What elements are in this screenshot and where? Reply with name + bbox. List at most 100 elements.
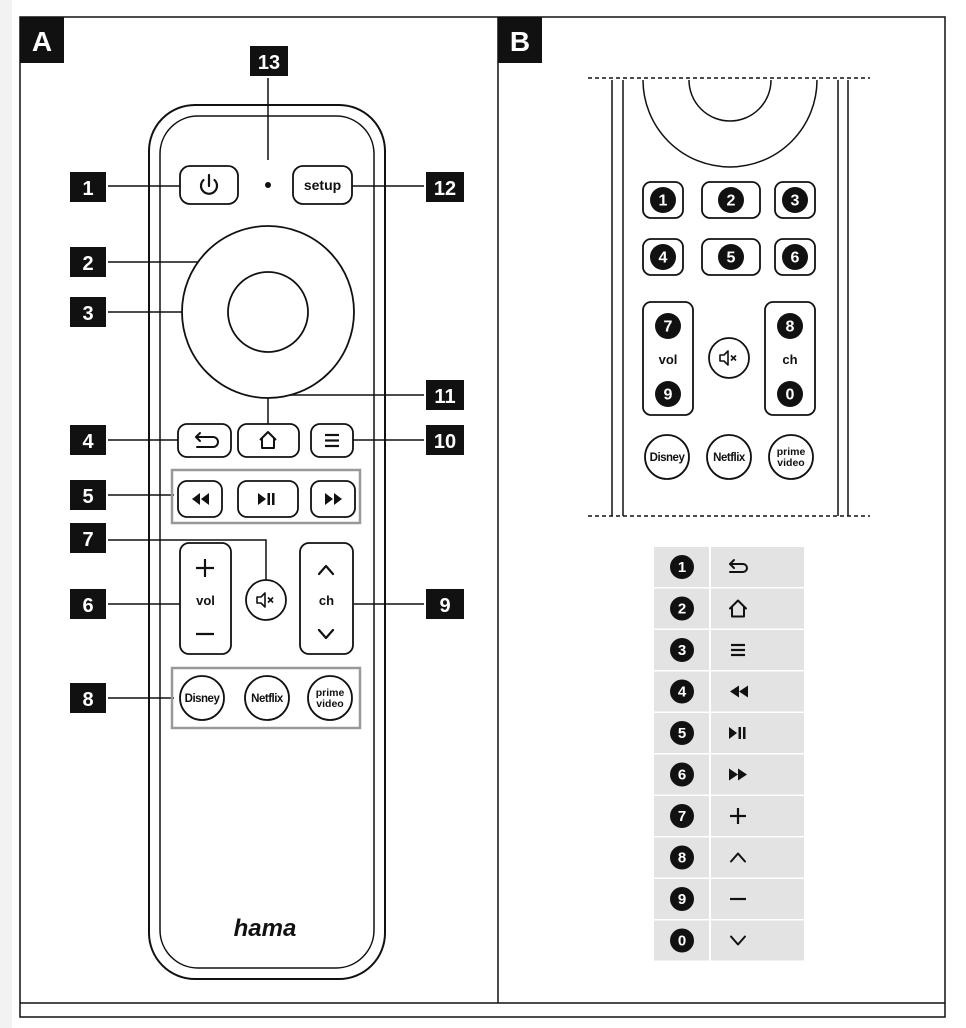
legend-digit-text: 9	[678, 891, 686, 908]
legend-table: 1 2 3 4 5 6 7 8 9 0	[654, 547, 804, 961]
power-icon	[199, 173, 219, 195]
fast-forward-button[interactable]	[310, 480, 356, 518]
digit-key-5[interactable]: 5	[701, 238, 761, 276]
callout-5: 5	[70, 480, 106, 510]
digit-key-1[interactable]: 1	[642, 181, 684, 219]
keypad-volume-rocker[interactable]: vol	[642, 301, 694, 416]
hama-logo: hama	[234, 915, 297, 942]
vol-label: vol	[196, 593, 215, 608]
callout-8-text: 8	[82, 689, 93, 711]
chevron-down-icon	[730, 935, 746, 946]
legend-row: 4	[654, 671, 804, 712]
panel-b-text: B	[510, 26, 530, 57]
digit-key-3[interactable]: 3	[774, 181, 816, 219]
callout-11-text: 11	[434, 386, 455, 408]
callout-12-text: 12	[434, 178, 456, 200]
callout-1-text: 1	[82, 178, 93, 200]
keypad-mute-button[interactable]	[708, 337, 750, 379]
rewind-icon	[730, 685, 748, 698]
channel-rocker[interactable]: ch	[299, 542, 354, 655]
callout-4-text: 4	[82, 431, 94, 453]
disney-label: Disney	[185, 693, 221, 705]
callout-3-text: 3	[82, 303, 93, 325]
legend-digit: 1	[670, 555, 694, 579]
rewind-button[interactable]	[177, 480, 223, 518]
back-button[interactable]	[177, 423, 232, 458]
plus-icon	[730, 808, 746, 824]
legend-row: 3	[654, 630, 804, 670]
play-pause-button[interactable]	[237, 480, 299, 518]
digit-key-6[interactable]: 6	[774, 238, 816, 276]
volume-rocker[interactable]: vol	[179, 542, 232, 655]
legend-digit: 4	[670, 679, 694, 704]
keypad-prime-line1: prime	[777, 446, 806, 458]
rewind-icon	[192, 493, 209, 505]
home-button[interactable]	[237, 423, 300, 458]
keypad-vol-label: vol	[659, 352, 678, 367]
menu-icon	[325, 433, 339, 448]
mute-icon	[719, 350, 737, 366]
keypad-dpad-fragment	[642, 79, 818, 168]
legend-digit: 7	[670, 804, 694, 828]
digit-badge-6: 6	[782, 244, 808, 270]
legend-digit-text: 6	[678, 767, 686, 784]
netflix-button[interactable]: Netflix	[244, 675, 290, 721]
netflix-label: Netflix	[251, 693, 284, 705]
prime-video-button[interactable]: prime video	[307, 675, 353, 721]
keypad-channel-rocker[interactable]: ch	[764, 301, 816, 416]
media-group-frame	[170, 468, 362, 525]
legend-digit: 8	[670, 845, 694, 870]
legend-digit-text: 3	[678, 642, 686, 659]
legend-row: 9	[654, 879, 804, 919]
home-icon	[729, 599, 747, 618]
ok-button[interactable]	[227, 271, 309, 353]
legend-digit: 3	[670, 638, 694, 662]
keypad-ch-label: ch	[782, 352, 797, 367]
digit-key-4[interactable]: 4	[642, 238, 684, 276]
callout-12: 12	[426, 172, 464, 202]
legend-digit-text: 2	[678, 601, 686, 618]
power-button[interactable]	[179, 165, 239, 205]
legend-digit-text: 4	[678, 684, 687, 701]
mute-icon	[256, 592, 274, 608]
legend-row: 6	[654, 754, 804, 795]
callout-5-text: 5	[82, 486, 93, 508]
setup-button-label: setup	[304, 177, 341, 193]
callout-6: 6	[70, 589, 106, 619]
callout-7: 7	[70, 523, 106, 553]
mute-button[interactable]	[245, 579, 287, 621]
digit-badge-1: 1	[650, 187, 676, 213]
digit-badge-6-text: 6	[791, 249, 800, 266]
keypad-netflix-button[interactable]: Netflix	[706, 434, 752, 480]
fast-forward-icon	[729, 768, 747, 781]
legend-digit: 5	[670, 721, 694, 745]
digit-badge-9: 9	[655, 381, 681, 407]
legend-digit-text: 0	[678, 933, 686, 950]
disney-button[interactable]: Disney	[179, 675, 225, 721]
callout-10: 10	[426, 425, 464, 455]
legend-digit-text: 5	[678, 725, 686, 742]
digit-badge-0-text: 0	[786, 386, 795, 403]
legend-digit-text: 1	[678, 559, 686, 576]
digit-badge-2: 2	[718, 187, 744, 213]
ch-label: ch	[319, 593, 334, 608]
play-pause-icon	[729, 727, 746, 739]
callout-1: 1	[70, 172, 106, 202]
legend-digit-text: 7	[678, 808, 686, 825]
setup-button[interactable]: setup	[292, 165, 353, 205]
callout-11: 11	[426, 380, 464, 410]
digit-badge-9-text: 9	[664, 386, 673, 403]
menu-button[interactable]	[310, 423, 354, 458]
panel-a-label: A	[20, 17, 64, 63]
legend-row: 0	[654, 920, 804, 961]
digit-key-2[interactable]: 2	[701, 181, 761, 219]
callout-13: 13	[250, 46, 288, 76]
digit-badge-0: 0	[777, 381, 803, 407]
keypad-prime-video-button[interactable]: prime video	[768, 434, 814, 480]
plus-icon	[196, 559, 214, 577]
keypad-disney-button[interactable]: Disney	[644, 434, 690, 480]
legend-digit: 0	[670, 928, 694, 953]
